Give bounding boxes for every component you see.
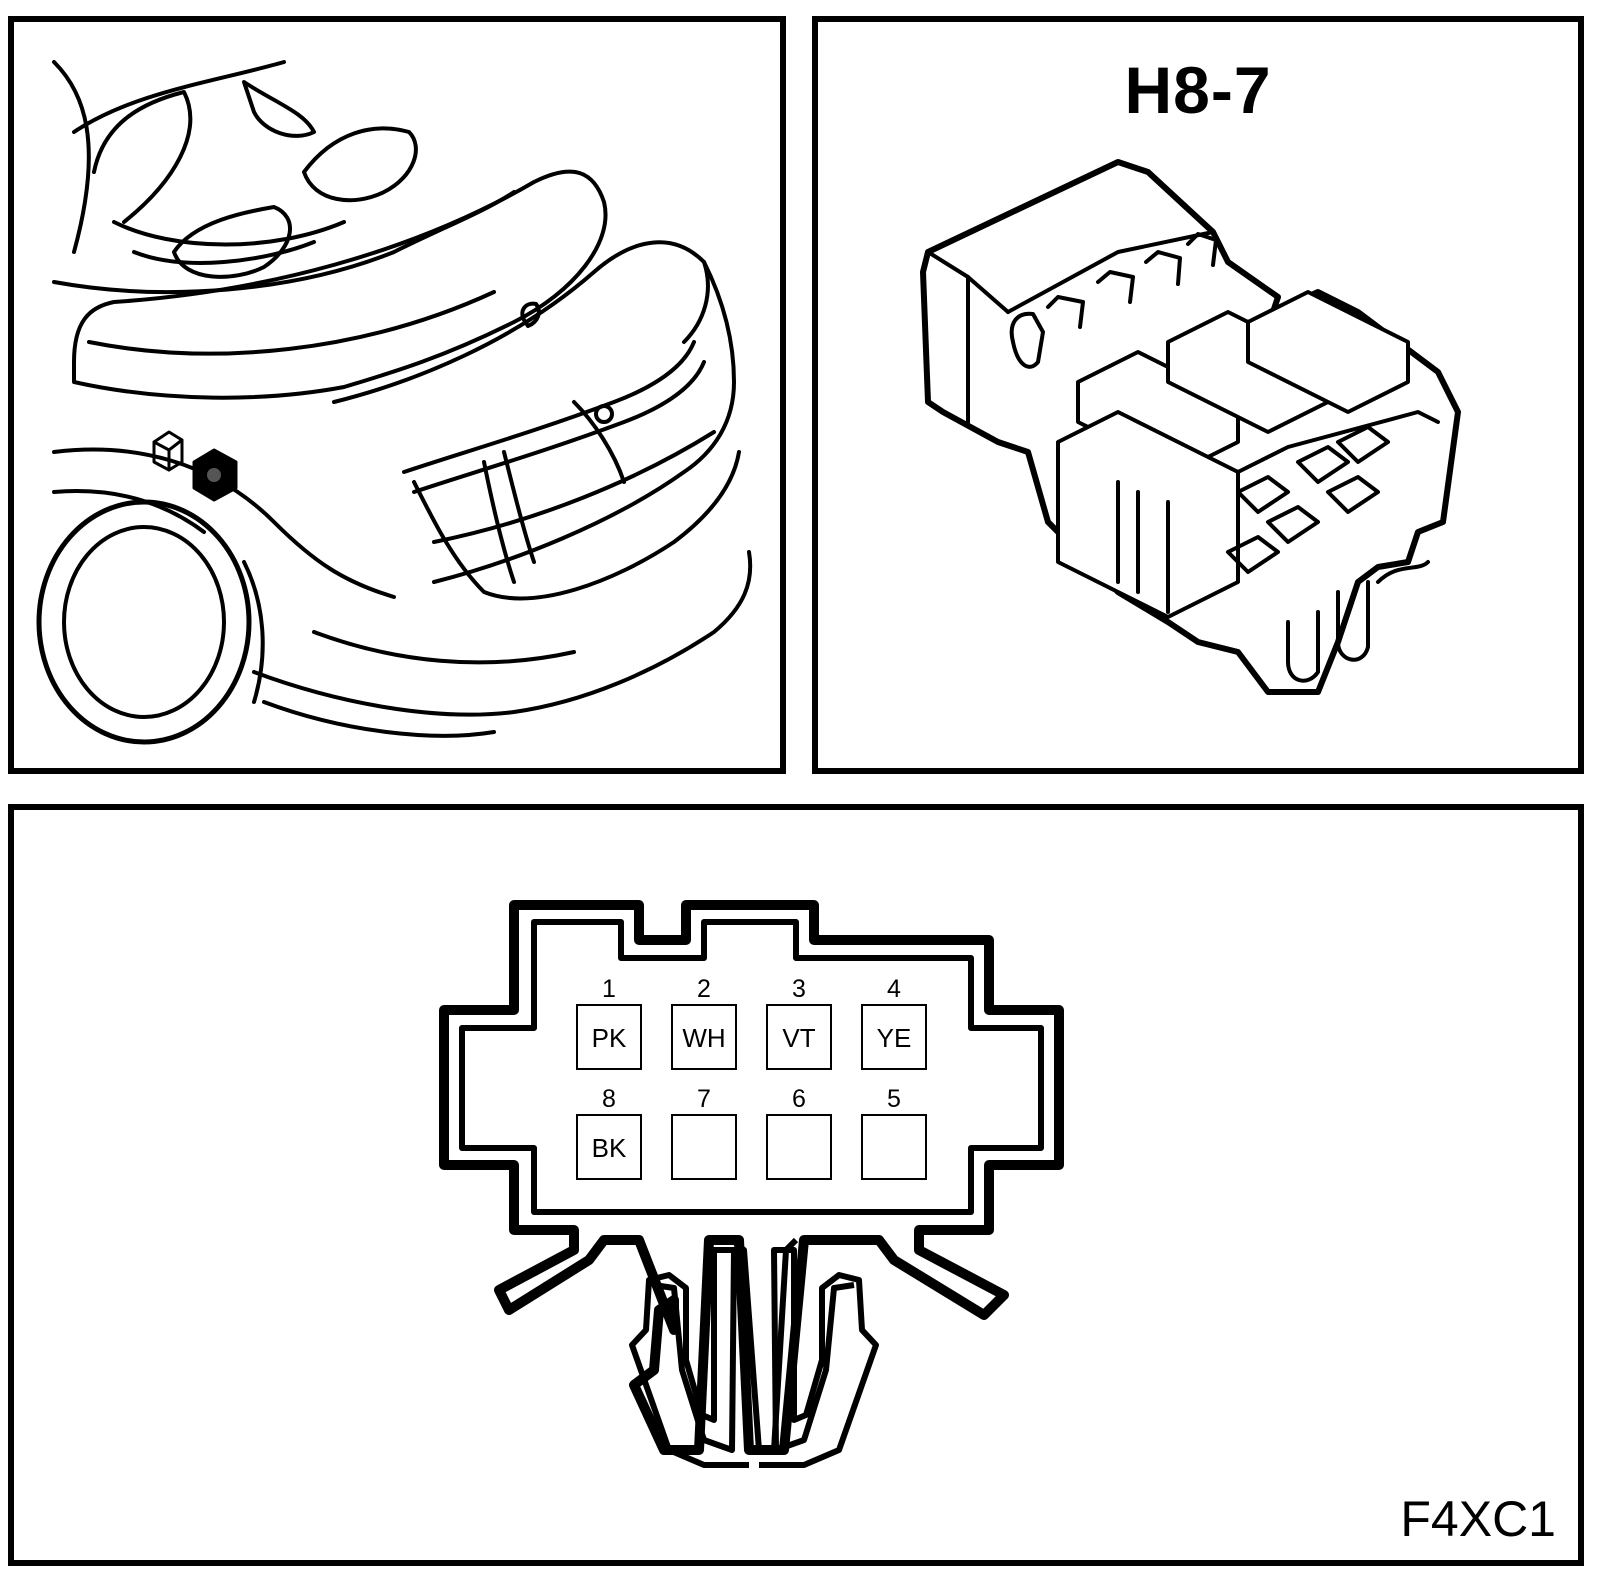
- diagram-code-label: F4XC1: [1400, 1491, 1556, 1547]
- pin-number: 3: [792, 975, 806, 1003]
- pin-wire-color: BK: [592, 1133, 627, 1163]
- pin-cavity: [861, 1004, 927, 1070]
- pin-cavity: [671, 1114, 737, 1180]
- pin-cavity: [576, 1004, 642, 1070]
- housing-inner-outline: [459, 919, 1044, 1215]
- center-slot: [730, 1237, 799, 1453]
- pin-cavity: [861, 1114, 927, 1180]
- pin-cavity: [576, 1114, 642, 1180]
- pin-number: 1: [602, 975, 616, 1003]
- connector-id-title: H8-7: [1124, 53, 1272, 127]
- pin-number: 2: [697, 975, 711, 1003]
- connector-view-panel: H8-7: [812, 16, 1584, 774]
- connector-face-diagram: 1PK 2WH 3VT 4YE 8BK 7 6 5: [439, 900, 1064, 1468]
- pin-wire-color: WH: [682, 1023, 725, 1053]
- pin-number: 4: [887, 975, 901, 1003]
- pin-cavities: 1PK 2WH 3VT 4YE 8BK 7 6 5: [576, 975, 927, 1180]
- connector-isometric-illustration: [920, 159, 1461, 695]
- housing-outer-outline: [439, 900, 1064, 1455]
- pin-cavity: [766, 1114, 832, 1180]
- pin-number: 7: [697, 1085, 711, 1113]
- pin-number: 8: [602, 1085, 616, 1113]
- pin-wire-color: YE: [877, 1023, 912, 1053]
- pin-wire-color: VT: [782, 1023, 815, 1053]
- pin-number: 5: [887, 1085, 901, 1113]
- pin-wire-color: PK: [592, 1023, 627, 1053]
- pin-cavity: [671, 1004, 737, 1070]
- vehicle-rear-illustration: [36, 60, 753, 745]
- pin-number: 6: [792, 1085, 806, 1113]
- latch-hook-right: [759, 1247, 879, 1468]
- vehicle-location-panel: [8, 16, 786, 774]
- pin-cavity: [766, 1004, 832, 1070]
- latch-hook-left: [629, 1247, 749, 1468]
